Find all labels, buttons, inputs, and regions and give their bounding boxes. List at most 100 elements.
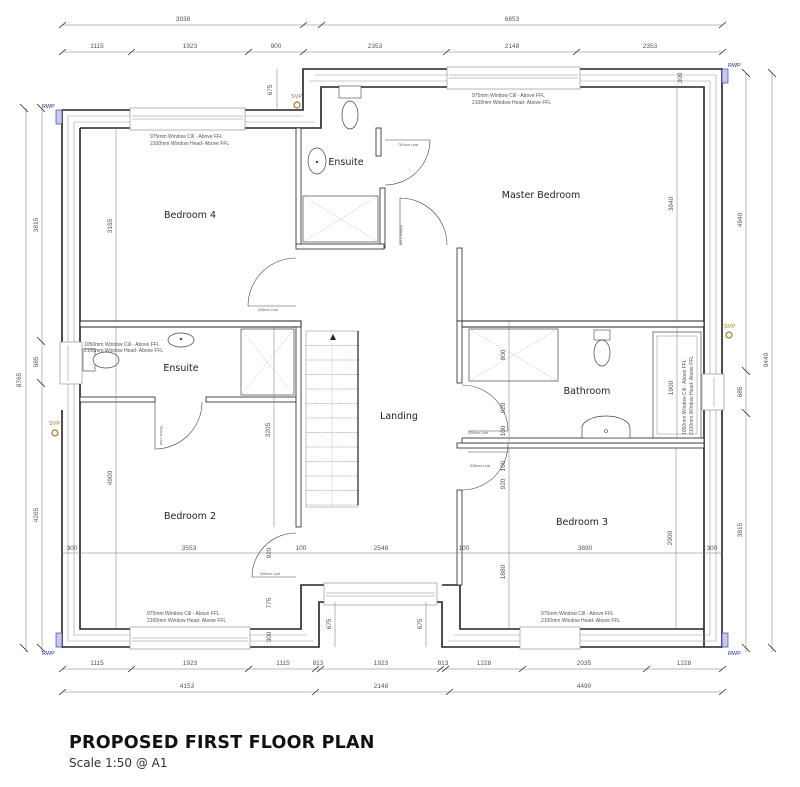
wc-bathroom [593,339,611,367]
dim-top-6853: 6853 [505,16,520,23]
dim-top-1115: 1115 [90,43,104,50]
svg-text:975mm Window Cill - Above FFL: 975mm Window Cill - Above FFL [472,93,545,99]
dim-right-3815: 3815 [737,522,744,537]
rwp-label-bl: RWP [42,651,55,657]
svp-icon [725,331,733,339]
wc-left-ensuite [92,351,120,369]
svg-text:300: 300 [707,545,718,552]
stair-direction-arrow-icon [330,334,336,340]
svg-text:762mm Leaf: 762mm Leaf [398,143,418,147]
staircase [305,330,359,508]
showers [240,195,559,396]
svg-text:675: 675 [417,618,424,629]
dim-top-3938: 3938 [176,16,191,23]
dim-bot-2035: 2035 [577,660,592,667]
svg-text:1900: 1900 [668,380,675,395]
svg-text:920: 920 [500,478,507,489]
svg-text:838mm Leaf: 838mm Leaf [258,308,278,312]
rwp-icon [55,109,63,125]
room-label-ensuite-top: Ensuite [328,157,363,168]
svg-text:4900: 4900 [107,470,114,485]
door-swing-master [399,197,448,246]
svg-text:2100mm Window Head- Above FFL: 2100mm Window Head- Above FFL [689,356,695,435]
svg-text:800: 800 [500,349,507,360]
svg-text:1880: 1880 [500,564,507,579]
dim-top-2353a: 2353 [368,43,383,50]
svg-text:300: 300 [677,72,684,83]
svg-text:675: 675 [267,84,274,95]
svg-text:920: 920 [266,547,273,558]
room-label-ensuite-left: Ensuite [163,363,198,374]
dim-top-900: 900 [271,43,282,50]
svg-text:2100mm Window Head- Above FFL: 2100mm Window Head- Above FFL [150,141,229,147]
external-walls [61,68,723,648]
right-dimensions: 4940 685 3815 9440 [737,68,777,653]
svg-text:100: 100 [459,545,470,552]
svg-text:3205: 3205 [265,422,272,437]
dim-bot-1228b: 1228 [677,660,692,667]
svg-text:2100mm Window Head- Above FFL: 2100mm Window Head- Above FFL [472,100,551,106]
svg-text:3553: 3553 [182,545,197,552]
svg-text:2100mm Window Head- Above FFL: 2100mm Window Head- Above FFL [84,348,163,354]
door-swing-ensuite-left [154,401,203,450]
svg-text:838mm Leaf: 838mm Leaf [260,572,280,576]
dim-left-8765: 8765 [16,372,23,387]
dim-bot-1923b: 1923 [374,660,389,667]
svp-icon [293,101,301,109]
rwp-icon [721,632,729,648]
svp-label-left: SVP [49,421,60,427]
svp-label-top: SVP [291,94,302,100]
svg-text:3165: 3165 [107,218,114,233]
dim-top-2353b: 2353 [643,43,658,50]
window-bedroom3 [519,626,581,650]
dim-right-9440: 9440 [763,352,770,367]
room-labels: Bedroom 4 Ensuite Master Bedroom Ensuite… [163,157,610,528]
dim-bot-2148: 2148 [374,683,389,690]
rwp-label-br: RWP [728,651,741,657]
window-landing [323,582,438,606]
room-label-bedroom3: Bedroom 3 [556,517,608,528]
svg-text:100: 100 [296,545,307,552]
room-label-bathroom: Bathroom [564,386,611,397]
drainage-markers: RWP RWP RWP RWP SVP SVP SVP [42,63,741,657]
internal-walls [79,127,705,586]
door-swing-bathroom [461,384,509,432]
door-leaf-notes: 762mm Leaf 838mm Leaf 838mm Leaf 762mm L… [159,143,490,576]
doors [154,139,509,578]
dim-bot-813a: 813 [313,660,324,667]
dim-left-3815: 3815 [33,217,40,232]
window-bathroom [701,373,725,411]
svg-text:100: 100 [500,460,507,471]
drawing-title: PROPOSED FIRST FLOOR PLAN [69,733,375,753]
svg-text:2548: 2548 [374,545,389,552]
svg-text:775: 775 [266,597,273,608]
svg-text:975mm Window Cill - Above FFL: 975mm Window Cill - Above FFL [150,134,223,140]
svg-text:838mm Leaf: 838mm Leaf [468,431,488,435]
door-swing-ensuite-top [384,139,431,186]
dim-top-1923: 1923 [183,43,198,50]
basin-bathroom [581,415,631,439]
dim-bot-1115a: 1115 [90,660,104,667]
door-swing-bedroom3 [461,443,509,491]
svg-text:3840: 3840 [668,196,675,211]
svg-text:300: 300 [67,545,78,552]
rwp-icon [55,632,63,648]
window-notes: 975mm Window Cill - Above FFL 2100mm Win… [84,93,695,624]
svg-text:2100mm Window Head- Above FFL: 2100mm Window Head- Above FFL [147,618,226,624]
dim-bot-1115b: 1115 [276,660,290,667]
windows [59,66,725,650]
svp-icon [51,429,59,437]
svg-text:2900: 2900 [667,530,674,545]
rwp-icon [721,68,729,84]
svg-text:975mm Window Cill - Above FFL: 975mm Window Cill - Above FFL [541,611,614,617]
room-label-bedroom4: Bedroom 4 [164,210,216,221]
svg-text:838mm Leaf: 838mm Leaf [470,464,490,468]
rwp-label-tr: RWP [728,63,741,69]
svg-text:675: 675 [326,618,333,629]
door-swing-bedroom2 [251,532,297,578]
dim-bot-1923a: 1923 [183,660,198,667]
bottom-dimensions: 1115 1923 1115 813 1923 813 1228 2035 12… [58,660,727,696]
left-dimensions: 8765 3815 685 4265 [16,103,46,653]
svg-text:1050mm Window Cill - Above FFL: 1050mm Window Cill - Above FFL [84,342,160,348]
